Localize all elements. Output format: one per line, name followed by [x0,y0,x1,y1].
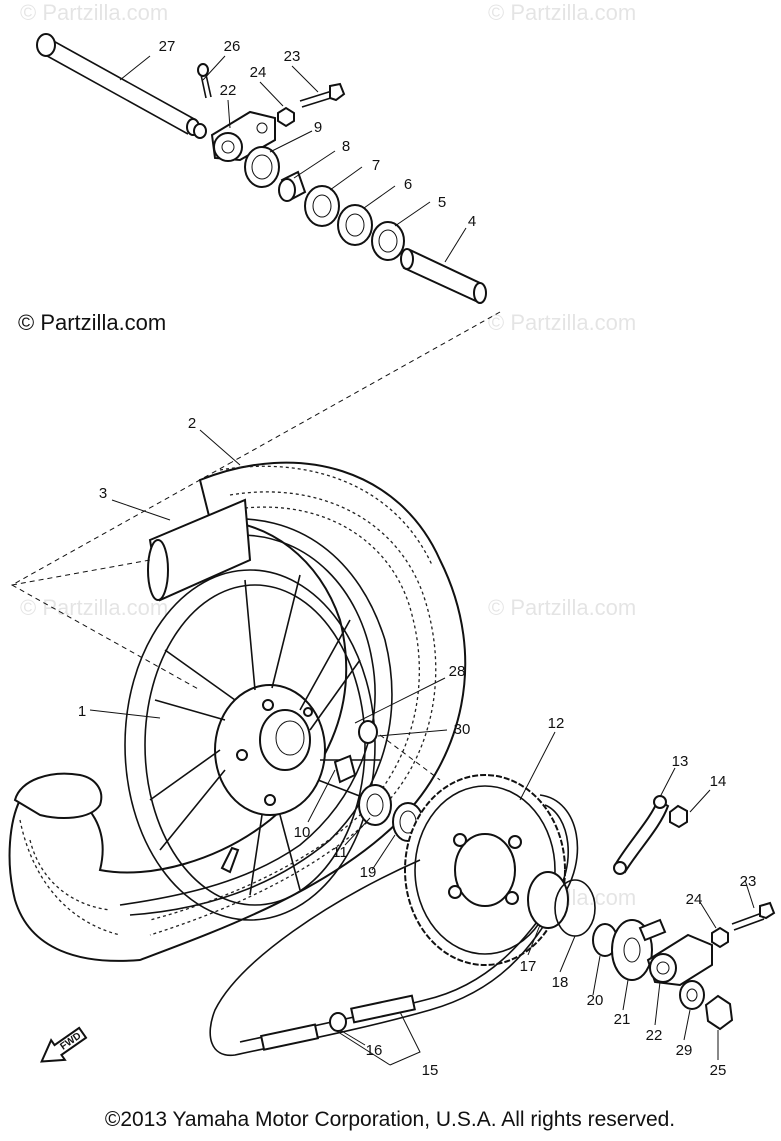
dust-seal [244,146,280,188]
nut [277,106,295,128]
forward-arrow: FWD [40,1026,88,1063]
valve-stem [220,846,240,874]
adjusting-bolt [731,901,776,931]
chain-section [350,994,416,1024]
rim-band [147,498,252,602]
wheel-hub [214,684,326,816]
callout-3: 3 [99,485,107,502]
axle-assembly [36,33,501,463]
callout-28: 28 [449,663,466,680]
spacer [278,170,307,202]
sprocket-plate [611,918,667,981]
callout-4: 4 [468,213,476,230]
master-link [329,1012,347,1032]
adjusting-bolt [299,82,346,108]
rear-axle [36,33,207,139]
collar [358,720,378,744]
rear-sprocket [404,774,566,966]
chain-case-bracket [613,795,670,875]
callout-26: 26 [224,38,241,55]
callout-17: 17 [520,958,537,975]
callout-21: 21 [614,1011,631,1028]
callout-8: 8 [342,138,350,155]
callout-10: 10 [294,824,311,841]
leader-lines [89,55,755,1066]
callout-29: 29 [676,1042,693,1059]
nut [669,804,688,829]
drive-chain [209,794,579,1056]
callout-14: 14 [710,773,727,790]
watermark: © Partzilla.com [488,0,636,25]
watermark: © Partzilla.com [488,310,636,335]
axle-nut [704,994,734,1031]
callout-5: 5 [438,194,446,211]
washer [679,980,705,1010]
callout-6: 6 [404,176,412,193]
callout-18: 18 [552,974,569,991]
callout-16: 16 [366,1042,383,1059]
chain-puller-right [646,933,713,987]
watermark: © Partzilla.com [20,595,168,620]
cotter-pin [197,63,212,99]
callout-15: 15 [422,1062,439,1079]
callout-9: 9 [314,119,322,136]
bearing [337,204,373,246]
callout-12: 12 [548,715,565,732]
callout-13: 13 [672,753,689,770]
callout-7: 7 [372,157,380,174]
watermark: © Partzilla.com [488,595,636,620]
bearing [358,784,392,826]
callout-22: 22 [220,82,237,99]
callout-22b: 22 [646,1027,663,1044]
rear-wheel [8,461,467,962]
callout-27: 27 [159,38,176,55]
chain-section [259,1023,320,1051]
watermark: © Partzilla.com [20,0,168,25]
callouts: 27 26 23 24 22 9 8 7 6 5 4 2 3 28 1 30 1… [78,38,757,1079]
watermark: © Partzilla.com [18,310,166,335]
callout-24b: 24 [686,891,703,908]
callout-25: 25 [710,1062,727,1079]
copyright-footer: ©2013 Yamaha Motor Corporation, U.S.A. A… [105,1108,675,1131]
callout-23: 23 [284,48,301,65]
callout-30: 30 [454,721,471,738]
callout-1: 1 [78,703,86,720]
bearing [304,185,340,227]
callout-11: 11 [332,844,348,861]
circlip [527,871,569,929]
callout-20: 20 [587,992,604,1009]
collar [400,248,487,304]
oil-seal [371,221,405,261]
callout-2: 2 [188,415,196,432]
callout-19: 19 [360,864,377,881]
callout-24: 24 [250,64,267,81]
spacer [333,754,357,784]
nut [711,926,729,949]
hub-right-parts [333,720,441,842]
callout-23b: 23 [740,873,757,890]
